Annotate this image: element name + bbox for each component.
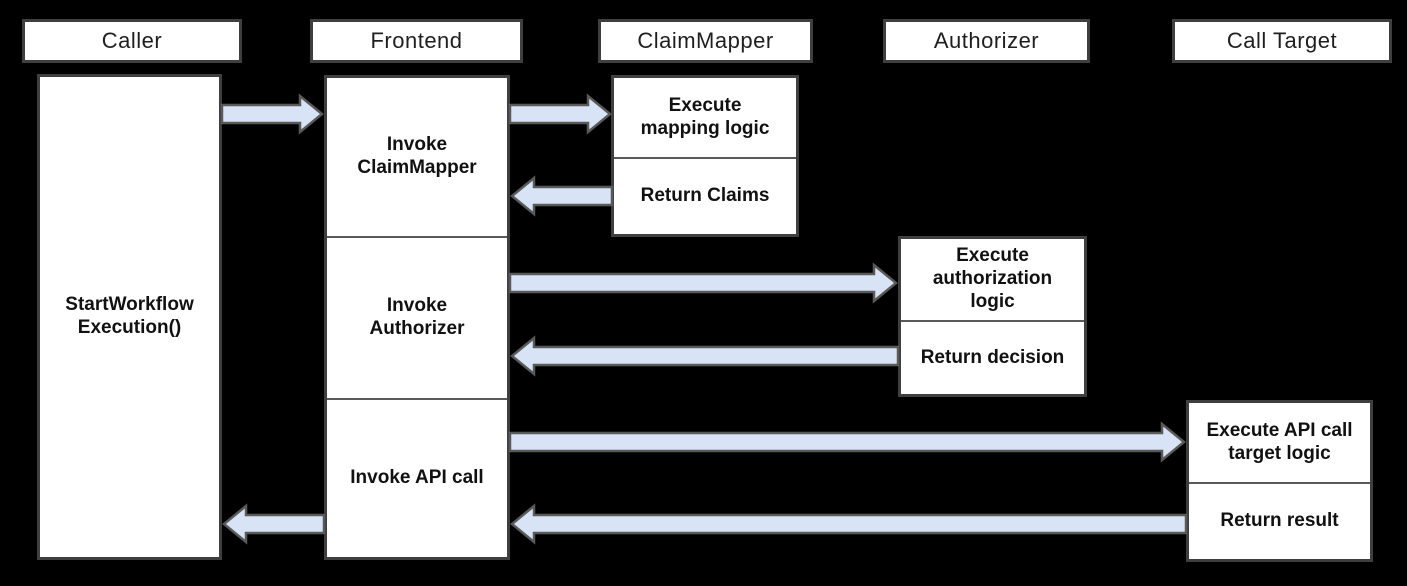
- step-return-claims: Return Claims: [614, 157, 796, 234]
- step-execute-authorization-logic: Execute authorization logic: [932, 245, 1053, 312]
- arrow-right-icon: [508, 93, 612, 135]
- arrow-right-icon: [508, 262, 898, 304]
- arrow-frontend-to-calltarget: [508, 421, 1186, 463]
- lifeline-header-caller: Caller: [22, 19, 242, 63]
- arrow-left-icon: [510, 175, 614, 217]
- lifeline-header-claimmapper: ClaimMapper: [598, 19, 813, 63]
- arrow-frontend-to-authorizer: [508, 262, 898, 304]
- step-startworkflowexecution: StartWorkflow Execution(): [65, 294, 194, 338]
- arrow-claimmapper-to-frontend: [510, 175, 614, 217]
- arrow-left-icon: [222, 503, 326, 545]
- activation-authorizer: Execute authorization logic Return decis…: [898, 236, 1087, 397]
- arrow-caller-to-frontend: [220, 93, 324, 135]
- step-invoke-claimmapper: Invoke ClaimMapper: [357, 134, 477, 178]
- arrow-right-icon: [508, 421, 1186, 463]
- step-invoke-authorizer: Invoke Authorizer: [327, 236, 507, 398]
- step-execute-api-call-target-logic: Execute API call target logic: [1206, 419, 1353, 464]
- activation-claimmapper: Execute mapping logic Return Claims: [611, 75, 799, 237]
- arrow-left-icon: [510, 335, 900, 377]
- step-return-decision: Return decision: [901, 320, 1084, 394]
- lifeline-header-calltarget: Call Target: [1172, 19, 1392, 63]
- arrow-left-icon: [510, 503, 1188, 545]
- arrow-calltarget-to-frontend: [510, 503, 1188, 545]
- lifeline-header-frontend: Frontend: [310, 19, 523, 63]
- step-return-result: Return result: [1189, 482, 1370, 559]
- activation-calltarget: Execute API call target logic Return res…: [1186, 400, 1373, 562]
- arrow-frontend-to-caller: [222, 503, 326, 545]
- step-invoke-api-call: Invoke API call: [327, 398, 507, 557]
- arrow-frontend-to-claimmapper: [508, 93, 612, 135]
- arrow-right-icon: [220, 93, 324, 135]
- arrow-authorizer-to-frontend: [510, 335, 900, 377]
- lifeline-header-authorizer: Authorizer: [883, 19, 1090, 63]
- step-execute-mapping-logic: Execute mapping logic: [640, 94, 770, 139]
- activation-frontend: Invoke ClaimMapper Invoke Authorizer Inv…: [324, 75, 510, 560]
- activation-caller: StartWorkflow Execution(): [37, 74, 222, 560]
